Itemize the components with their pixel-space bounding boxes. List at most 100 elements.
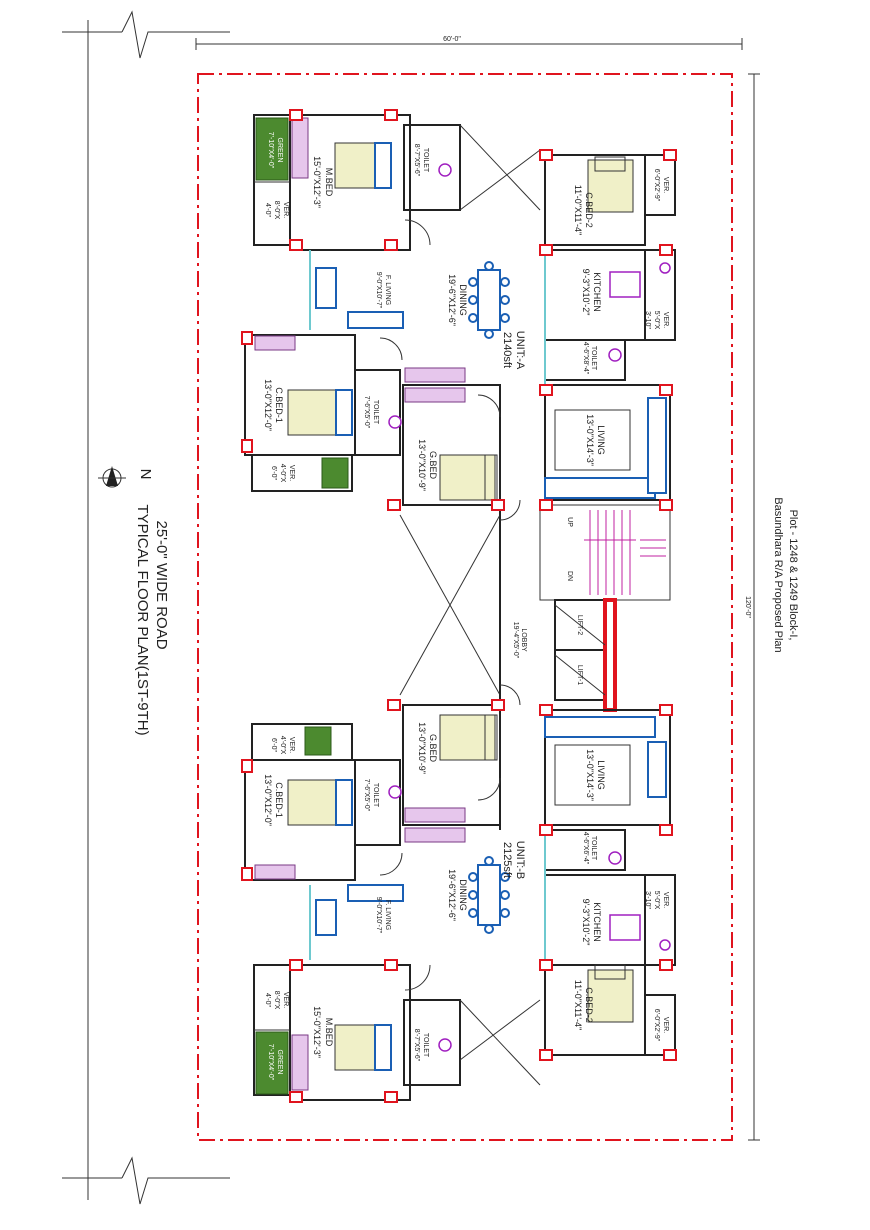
verandah-size-2: 6'-0" (270, 466, 277, 480)
kitchen-counter (609, 271, 641, 298)
verandah-label: VER. (282, 992, 289, 1008)
toilet-size: 4'-6"X6'-4" (582, 832, 589, 865)
family-living-label: F. LIVING (384, 275, 391, 305)
kitchen-size: 9'-3"X10'-2" (581, 269, 591, 316)
north-arrow-icon (98, 466, 126, 488)
toilet-size: 7'-6"X5'-0" (363, 396, 370, 429)
verandah-size: 8'-0"X (273, 201, 280, 220)
dining-chair (468, 277, 478, 287)
dining-size: 19'-6"X12'-6" (447, 274, 457, 326)
toilet-label: TOILET (590, 346, 597, 371)
wardrobe (291, 1034, 309, 1091)
unit-a-name: UNIT:-A (514, 331, 526, 370)
green-area (255, 1031, 289, 1095)
dining-label: DINING (458, 879, 468, 911)
unit-a-furniture (287, 142, 671, 501)
dimension-lines (195, 38, 760, 1141)
kitchen-label: KITCHEN (592, 902, 602, 942)
toilet-label: TOILET (422, 148, 429, 173)
green-label: GREEN (276, 1050, 283, 1075)
dining-table (477, 269, 501, 331)
wc (608, 348, 622, 362)
dining-chair (468, 313, 478, 323)
rug (554, 409, 631, 471)
c-bed-2-label: C.BED-2 (584, 987, 594, 1023)
verandah-size-2: 4'-0" (264, 993, 271, 1007)
verandah-label: VER. (662, 177, 669, 193)
lift-2-label: LIFT-2 (576, 615, 583, 635)
green-size: 7'-10"X4'-0" (267, 1044, 274, 1081)
living-label: LIVING (596, 760, 606, 790)
unit-a-walls (244, 114, 676, 506)
wc (388, 785, 402, 799)
dining-chair (500, 277, 510, 287)
sofa (347, 311, 404, 329)
dining-label: DINING (458, 284, 468, 316)
m-bed-size: 15'-0"X12'-3" (312, 1006, 322, 1058)
verandah-size: 4'-0"X (279, 736, 286, 755)
c-bed-1-label: C.BED-1 (274, 387, 284, 423)
wc (608, 851, 622, 865)
c-bed-2-label: C.BED-2 (584, 192, 594, 228)
verandah-size-2: 4'-0" (264, 203, 271, 217)
verandah-label: VER. (288, 737, 295, 753)
lobby-label: LOBBY (520, 628, 527, 652)
dining-chair (484, 329, 494, 339)
toilet-label: TOILET (422, 1033, 429, 1058)
wardrobe (254, 335, 296, 351)
verandah-size: 8'-0"X (273, 991, 280, 1010)
verandah-label: VER. (288, 465, 295, 481)
wardrobe (404, 827, 466, 843)
basin (659, 939, 671, 951)
living-label: LIVING (596, 425, 606, 455)
dining-chair (468, 908, 478, 918)
road-edge (62, 10, 230, 1205)
sofa (544, 716, 656, 738)
wardrobe (291, 117, 309, 179)
verandah-label: VER. (662, 892, 669, 908)
basin (659, 262, 671, 274)
c-bed-1-size: 13'-0"X12'-0" (263, 379, 273, 431)
bed (439, 454, 496, 501)
bed (439, 714, 496, 761)
verandah-label: VER. (662, 1017, 669, 1033)
stair-up-label: UP (566, 517, 573, 527)
toilet-size: 7'-6"X5'-0" (363, 779, 370, 812)
green-area-small (321, 457, 349, 489)
kitchen-size: 9'-3"X10'-2" (581, 899, 591, 946)
lift-1-label: LIFT-1 (576, 665, 583, 685)
family-living-size: 9'-0"X10'-7" (375, 272, 382, 309)
verandah-size: 6'-0"X2'-9" (653, 1009, 660, 1042)
c-bed-2-size: 11'-0"X11'-4" (573, 980, 583, 1031)
dining-chair (500, 872, 510, 882)
m-bed-label: M.BED (324, 1018, 334, 1047)
green-area (255, 117, 289, 181)
family-living-size: 9'-0"X10'-7" (375, 897, 382, 934)
family-living-label: F. LIVING (384, 900, 391, 930)
dining-chair (500, 313, 510, 323)
lift-shaft-wall (603, 598, 617, 712)
unit-b-area: 2125sft (501, 842, 513, 878)
dining-chair (484, 261, 494, 271)
stair-dn-label: DN (566, 571, 573, 581)
g-bed-label: G.BED (428, 734, 438, 763)
green-label: GREEN (276, 138, 283, 163)
c-bed-1-label: C.BED-1 (274, 782, 284, 818)
verandah-size-2: 3'-10" (644, 311, 651, 329)
dining-table (477, 864, 501, 926)
unit-a-area: 2140sft (501, 332, 513, 368)
green-size: 7'-10"X4'-0" (267, 132, 274, 169)
dining-chair (484, 924, 494, 934)
length-dimension: 120'-0" (744, 596, 751, 618)
verandah-size: 5'-0"X (653, 311, 660, 330)
toilet-label: TOILET (372, 400, 379, 425)
road-title: 25'-0" WIDE ROAD (153, 520, 170, 649)
wardrobe (254, 864, 296, 880)
wardrobe (404, 807, 466, 823)
m-bed-label: M.BED (324, 168, 334, 197)
bed (287, 389, 337, 436)
rug (554, 744, 631, 806)
sofa (347, 884, 404, 902)
g-bed-size: 13'-0"X10'-9" (417, 722, 427, 774)
